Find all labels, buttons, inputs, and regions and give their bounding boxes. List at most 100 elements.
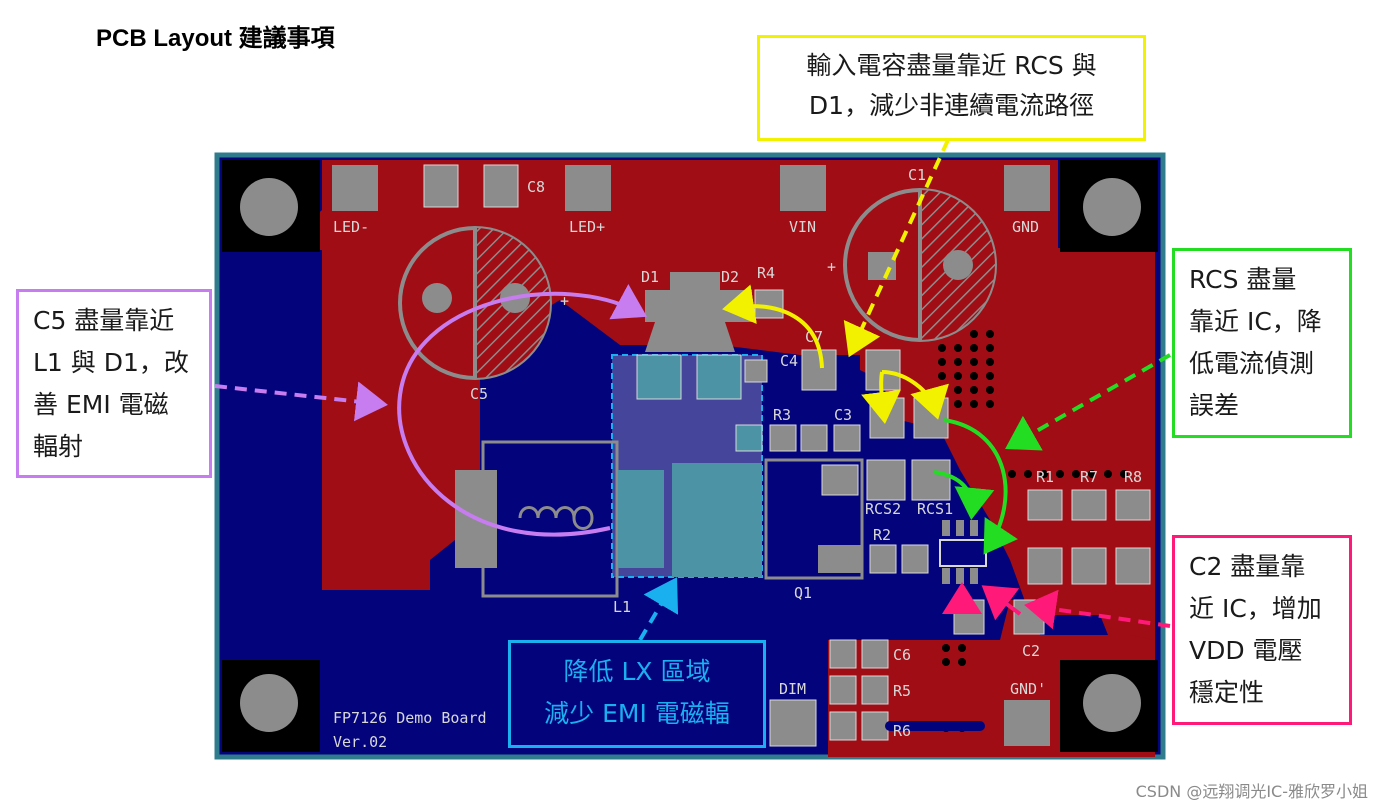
watermark: CSDN @远翔调光IC-雅欣罗小姐	[1135, 782, 1368, 801]
mounting-hole	[1083, 674, 1141, 732]
pcb-shape	[1071, 489, 1107, 521]
pcb-shape	[942, 568, 950, 584]
pcb-shape	[970, 400, 978, 408]
pcb-shape	[986, 400, 994, 408]
pcb-shape	[833, 424, 861, 452]
pad-gnd2	[1004, 700, 1050, 746]
pcb-shape	[986, 358, 994, 366]
pcb-shape	[956, 568, 964, 584]
pcb-shape	[861, 639, 889, 669]
label-r6: R6	[893, 722, 911, 740]
pcb-shape	[938, 358, 946, 366]
pcb-shape	[483, 164, 519, 208]
label-r3: R3	[773, 406, 791, 424]
mounting-hole	[240, 674, 298, 732]
pcb-shape	[1072, 470, 1080, 478]
pcb-shape	[942, 644, 950, 652]
arrow-lx	[638, 577, 679, 642]
pcb-shape	[397, 284, 648, 537]
pcb-shape	[970, 520, 978, 536]
callout-lx-line1: 降低 LX 區域	[563, 657, 711, 686]
callout-c5-line3: 善 EMI 電磁	[33, 390, 169, 419]
pcb-shape	[1027, 547, 1063, 585]
label-c4: C4	[780, 352, 798, 370]
pcb-shape	[744, 359, 768, 383]
pcb-shape	[821, 464, 859, 496]
pcb-shape	[1104, 470, 1112, 478]
callout-rcs: RCS 盡量 靠近 IC，降 低電流偵測 誤差	[1172, 248, 1352, 438]
pcb-shape	[986, 344, 994, 352]
board-name: FP7126 Demo Board	[333, 709, 487, 727]
pcb-shape	[954, 344, 962, 352]
pad-gnd	[1004, 165, 1050, 211]
pcb-shape	[866, 459, 906, 501]
pcb-shape	[829, 639, 857, 669]
pcb-shape	[970, 358, 978, 366]
pcb-shape	[868, 252, 896, 280]
callout-rcs-line1: RCS 盡量	[1189, 265, 1297, 294]
callout-c2-line1: C2 盡量靠	[1189, 552, 1306, 581]
pad-vin	[780, 165, 826, 211]
pcb-shape	[1088, 470, 1096, 478]
callout-rcs-line3: 低電流偵測	[1189, 349, 1315, 378]
label-led-minus: LED-	[333, 218, 369, 236]
pcb-shape	[1027, 489, 1063, 521]
label-dim: DIM	[779, 680, 806, 698]
pcb-shape	[1115, 489, 1151, 521]
label-gnd: GND	[1012, 218, 1039, 236]
pcb-shape	[422, 283, 452, 313]
pcb-shape	[861, 711, 889, 741]
label-gnd2: GND'	[1010, 680, 1046, 698]
pcb-shape	[970, 344, 978, 352]
pcb-shape	[1013, 599, 1045, 635]
pcb-shape	[881, 370, 949, 420]
pcb-shape	[970, 568, 978, 584]
pad-dim	[769, 699, 817, 747]
pcb-shape	[696, 354, 742, 400]
callout-input-cap-line2: D1，減少非連續電流路徑	[808, 91, 1095, 120]
pcb-shape	[958, 658, 966, 666]
pcb-shape	[981, 585, 1022, 621]
pad-led-minus	[332, 165, 378, 211]
label-rcs1: RCS1	[917, 500, 953, 518]
pcb-shape	[1024, 470, 1032, 478]
callout-c2-line3: VDD 電壓	[1189, 636, 1303, 665]
pcb-shape	[943, 418, 1018, 555]
pcb-shape	[954, 386, 962, 394]
pcb-shape	[970, 386, 978, 394]
pcb-shape	[1071, 547, 1107, 585]
label-c6: C6	[893, 646, 911, 664]
label-c1: C1	[908, 166, 926, 184]
mounting-hole	[240, 178, 298, 236]
callout-c5: C5 盡量靠近 L1 與 D1，改 善 EMI 電磁 輻射	[16, 289, 212, 478]
label-r7: R7	[1080, 468, 1098, 486]
pcb-shape	[518, 506, 594, 530]
label-plus-c5: +	[560, 292, 569, 310]
pcb-shape	[829, 675, 857, 705]
pcb-shape	[938, 344, 946, 352]
label-d2: D2	[721, 268, 739, 286]
pcb-shape	[1056, 470, 1064, 478]
label-c3: C3	[834, 406, 852, 424]
pcb-shape	[933, 470, 995, 520]
label-led-plus: LED+	[569, 218, 605, 236]
pcb-shape	[1115, 547, 1151, 585]
label-r5: R5	[893, 682, 911, 700]
pcb-shape	[956, 520, 964, 536]
mounting-hole	[1083, 178, 1141, 236]
arrow-rcs	[1005, 353, 1171, 451]
callout-input-cap: 輸入電容盡量靠近 RCS 與 D1，減少非連續電流路徑	[757, 35, 1146, 141]
callout-lx: 降低 LX 區域 減少 EMI 電磁輻	[508, 640, 766, 748]
label-r1: R1	[1036, 468, 1054, 486]
label-l1: L1	[613, 598, 631, 616]
pcb-shape	[1040, 470, 1048, 478]
label-vin: VIN	[789, 218, 816, 236]
callout-input-cap-line1: 輸入電容盡量靠近 RCS 與	[806, 51, 1097, 80]
pcb-shape	[986, 330, 994, 338]
pcb-shape	[970, 330, 978, 338]
pcb-shape	[1120, 470, 1128, 478]
label-r2: R2	[873, 526, 891, 544]
board-version: Ver.02	[333, 733, 387, 751]
pcb-shape	[953, 599, 985, 635]
